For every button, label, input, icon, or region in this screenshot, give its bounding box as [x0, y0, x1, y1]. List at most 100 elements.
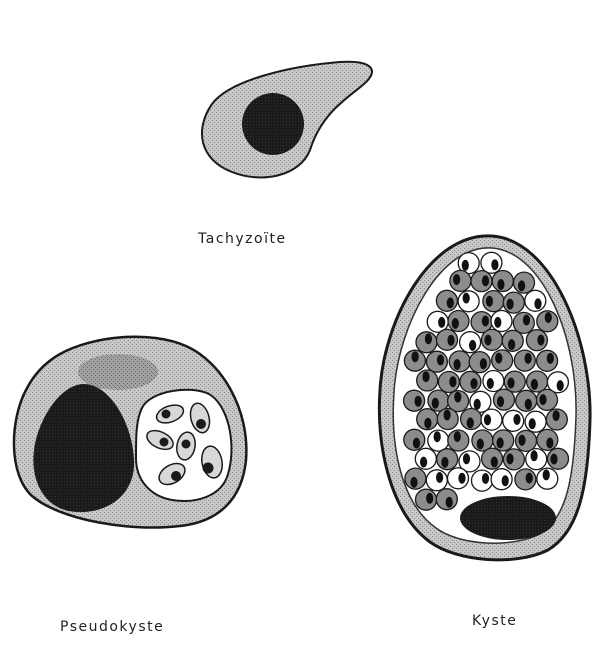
- bradyzoite-nucleus: [480, 358, 487, 369]
- bradyzoite-nucleus: [506, 453, 513, 464]
- pseudokyste-drawing: [14, 337, 246, 528]
- bradyzoite: [472, 470, 493, 491]
- bradyzoite: [503, 292, 524, 313]
- bradyzoite-nucleus: [526, 473, 533, 484]
- bradyzoite-nucleus: [458, 473, 465, 484]
- tachyzoite-nucleus: [242, 93, 304, 155]
- bradyzoite-nucleus: [413, 438, 420, 449]
- bradyzoite-nucleus: [437, 355, 444, 366]
- bradyzoite-nucleus: [434, 431, 441, 442]
- bradyzoite: [514, 350, 535, 371]
- bradyzoite-nucleus: [491, 259, 498, 270]
- bradyzoite-nucleus: [424, 418, 431, 429]
- bradyzoite: [450, 270, 471, 291]
- bradyzoite-nucleus: [487, 378, 494, 389]
- bradyzoite-nucleus: [441, 457, 448, 468]
- bradyzoite: [494, 389, 515, 410]
- bradyzoite-nucleus: [474, 399, 481, 410]
- bradyzoite: [515, 469, 536, 490]
- bradyzoite-nucleus: [438, 317, 445, 328]
- bradyzoite: [491, 311, 512, 332]
- bradyzoite-nucleus: [537, 335, 544, 346]
- bradyzoite-nucleus: [426, 493, 433, 504]
- bradyzoite-nucleus: [547, 353, 554, 364]
- bradyzoite-nucleus: [539, 394, 546, 405]
- bradyzoite-nucleus: [525, 399, 532, 410]
- bradyzoite-nucleus: [546, 438, 553, 449]
- bradyzoite-nucleus: [463, 293, 470, 304]
- bradyzoite-nucleus: [491, 457, 498, 468]
- bradyzoite: [525, 411, 546, 432]
- bradyzoite-nucleus: [452, 318, 459, 329]
- bradyzoite-nucleus: [550, 454, 557, 465]
- bradyzoite-nucleus: [436, 472, 443, 483]
- bradyzoite-nucleus: [454, 431, 461, 442]
- bradyzoite-nucleus: [447, 297, 454, 308]
- bradyzoite: [481, 252, 502, 273]
- bradyzoite-nucleus: [432, 398, 439, 409]
- bradyzoite-nucleus: [446, 497, 453, 508]
- bradyzoite-nucleus: [507, 378, 514, 389]
- bradyzoite-nucleus: [531, 379, 538, 390]
- bradyzoite-nucleus: [454, 359, 461, 370]
- bradyzoite-nucleus: [497, 279, 504, 290]
- kyste-label: Kyste: [472, 613, 517, 629]
- bradyzoite-nucleus: [495, 353, 502, 364]
- bradyzoite-nucleus: [525, 353, 532, 364]
- bradyzoite-nucleus: [497, 437, 504, 448]
- bradyzoite-nucleus: [494, 317, 501, 328]
- bradyzoite-nucleus: [470, 378, 477, 389]
- bradyzoite-nucleus: [545, 312, 552, 323]
- bradyzoite-nucleus: [412, 351, 419, 362]
- bradyzoite: [460, 371, 481, 392]
- bradyzoite-nucleus: [502, 475, 509, 486]
- bradyzoite-nucleus: [420, 457, 427, 468]
- bradyzoite-nucleus: [453, 274, 460, 285]
- bradyzoite-nucleus: [523, 315, 530, 326]
- tachyzoite-drawing: [202, 62, 372, 178]
- bradyzoite-nucleus: [454, 392, 461, 403]
- bradyzoite-nucleus: [497, 396, 504, 407]
- pseudokyste-dark-cytoplasm: [78, 354, 158, 390]
- bradyzoite: [504, 371, 525, 392]
- bradyzoite: [426, 351, 447, 372]
- bradyzoite-nucleus: [507, 299, 514, 310]
- bradyzoite-nucleus: [482, 473, 489, 484]
- bradyzoite-nucleus: [425, 333, 432, 344]
- bradyzoite-nucleus: [449, 376, 456, 387]
- bradyzoite-nucleus: [469, 340, 476, 351]
- bradyzoite-nucleus: [410, 477, 417, 488]
- bradyzoite-nucleus: [484, 414, 491, 425]
- pseudokyste-label: Pseudokyste: [60, 619, 164, 635]
- bradyzoite-nucleus: [463, 453, 470, 464]
- kyste-host-nucleus: [460, 496, 556, 540]
- bradyzoite: [436, 290, 457, 311]
- bradyzoite-nucleus: [482, 316, 489, 327]
- bradyzoite-nucleus: [444, 410, 451, 421]
- bradyzoite: [503, 410, 524, 431]
- bradyzoite: [492, 350, 513, 371]
- bradyzoite-nucleus: [422, 371, 429, 382]
- bradyzoite-nucleus: [531, 450, 538, 461]
- tachyzoite-label: Tachyzoïte: [198, 231, 287, 247]
- bradyzoite: [469, 352, 490, 373]
- bradyzoite-nucleus: [486, 296, 493, 307]
- bradyzoite-nucleus: [484, 335, 491, 346]
- bradyzoite-nucleus: [518, 280, 525, 291]
- kyste-drawing: [379, 236, 590, 560]
- bradyzoite-nucleus: [529, 418, 536, 429]
- bradyzoite-nucleus: [415, 396, 422, 407]
- bradyzoite-nucleus: [557, 380, 564, 391]
- bradyzoite-nucleus: [553, 410, 560, 421]
- bradyzoite: [491, 469, 512, 490]
- bradyzoite-nucleus: [477, 439, 484, 450]
- bradyzoite-nucleus: [462, 260, 469, 271]
- bradyzoite: [416, 489, 437, 510]
- bradyzoite-nucleus: [467, 417, 474, 428]
- bradyzoite-nucleus: [534, 298, 541, 309]
- bradyzoite-nucleus: [513, 414, 520, 425]
- bradyzoite-nucleus: [518, 435, 525, 446]
- bradyzoite-nucleus: [447, 335, 454, 346]
- bradyzoite-nucleus: [508, 339, 515, 350]
